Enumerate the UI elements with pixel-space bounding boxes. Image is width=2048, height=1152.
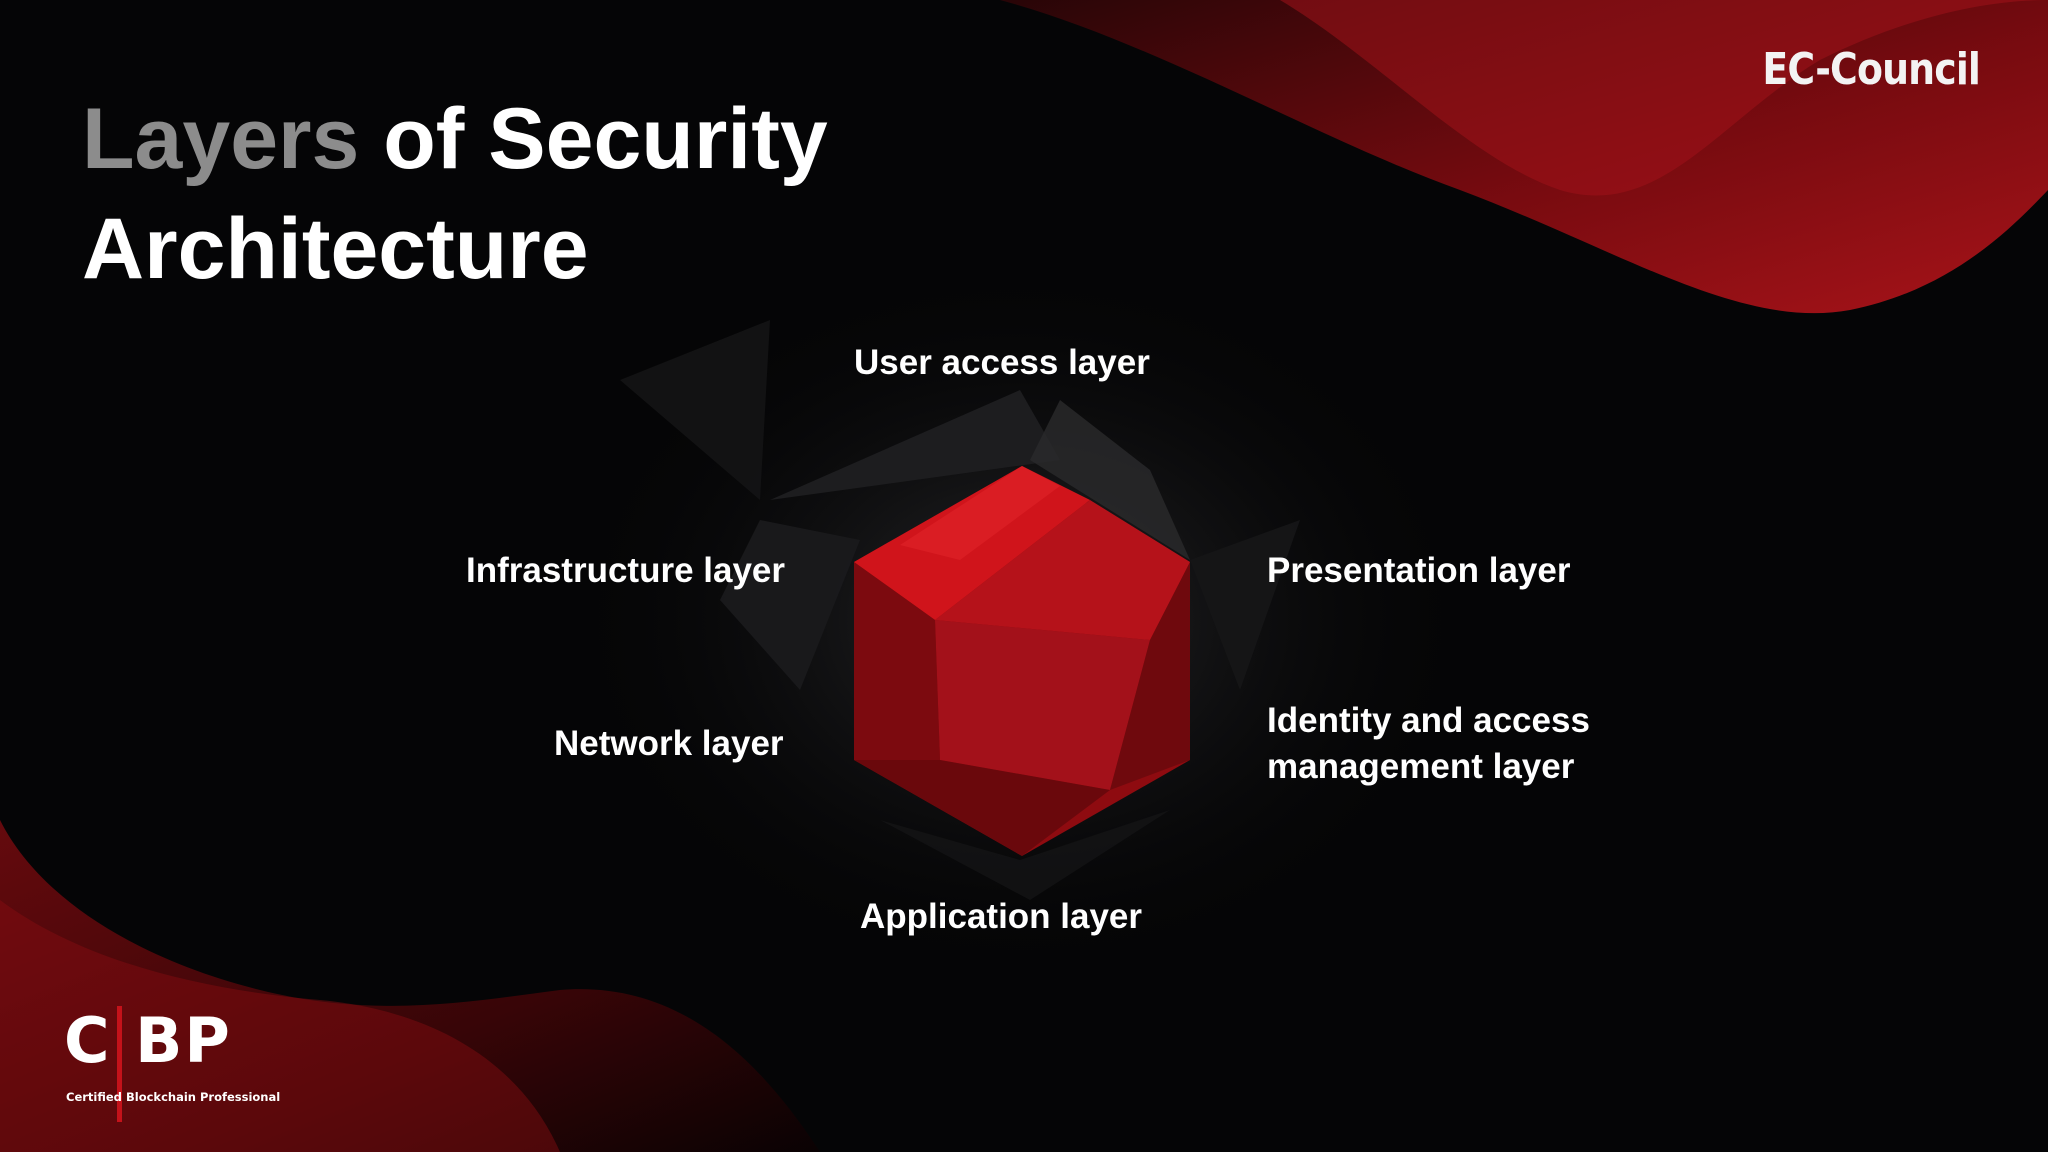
cbp-logo-subtitle: Blockchain Professional bbox=[126, 1090, 281, 1104]
slide-title: Layers of Security Architecture bbox=[82, 84, 828, 304]
cbp-logo-divider bbox=[117, 1006, 122, 1122]
label-presentation-layer: Presentation layer bbox=[1267, 551, 1571, 590]
label-application-layer: Application layer bbox=[860, 897, 1143, 936]
title-accent-word: Layers bbox=[82, 91, 360, 187]
cbp-logo-letters: C BP bbox=[64, 1004, 232, 1077]
ec-council-logo: EC-Council bbox=[1762, 44, 1980, 95]
label-identity-access-layer-line-1: Identity and access bbox=[1267, 701, 1590, 740]
cbp-logo-certified: Certified bbox=[66, 1090, 122, 1104]
label-infrastructure-layer: Infrastructure layer bbox=[466, 551, 786, 590]
title-line-1-rest: of Security bbox=[359, 91, 828, 187]
label-user-access-layer: User access layer bbox=[854, 343, 1150, 382]
label-identity-access-layer-line-2: management layer bbox=[1267, 747, 1575, 786]
title-line-2: Architecture bbox=[82, 201, 589, 297]
cbp-logo: C BP Certified Blockchain Professional bbox=[64, 1004, 280, 1128]
label-network-layer: Network layer bbox=[554, 724, 784, 763]
